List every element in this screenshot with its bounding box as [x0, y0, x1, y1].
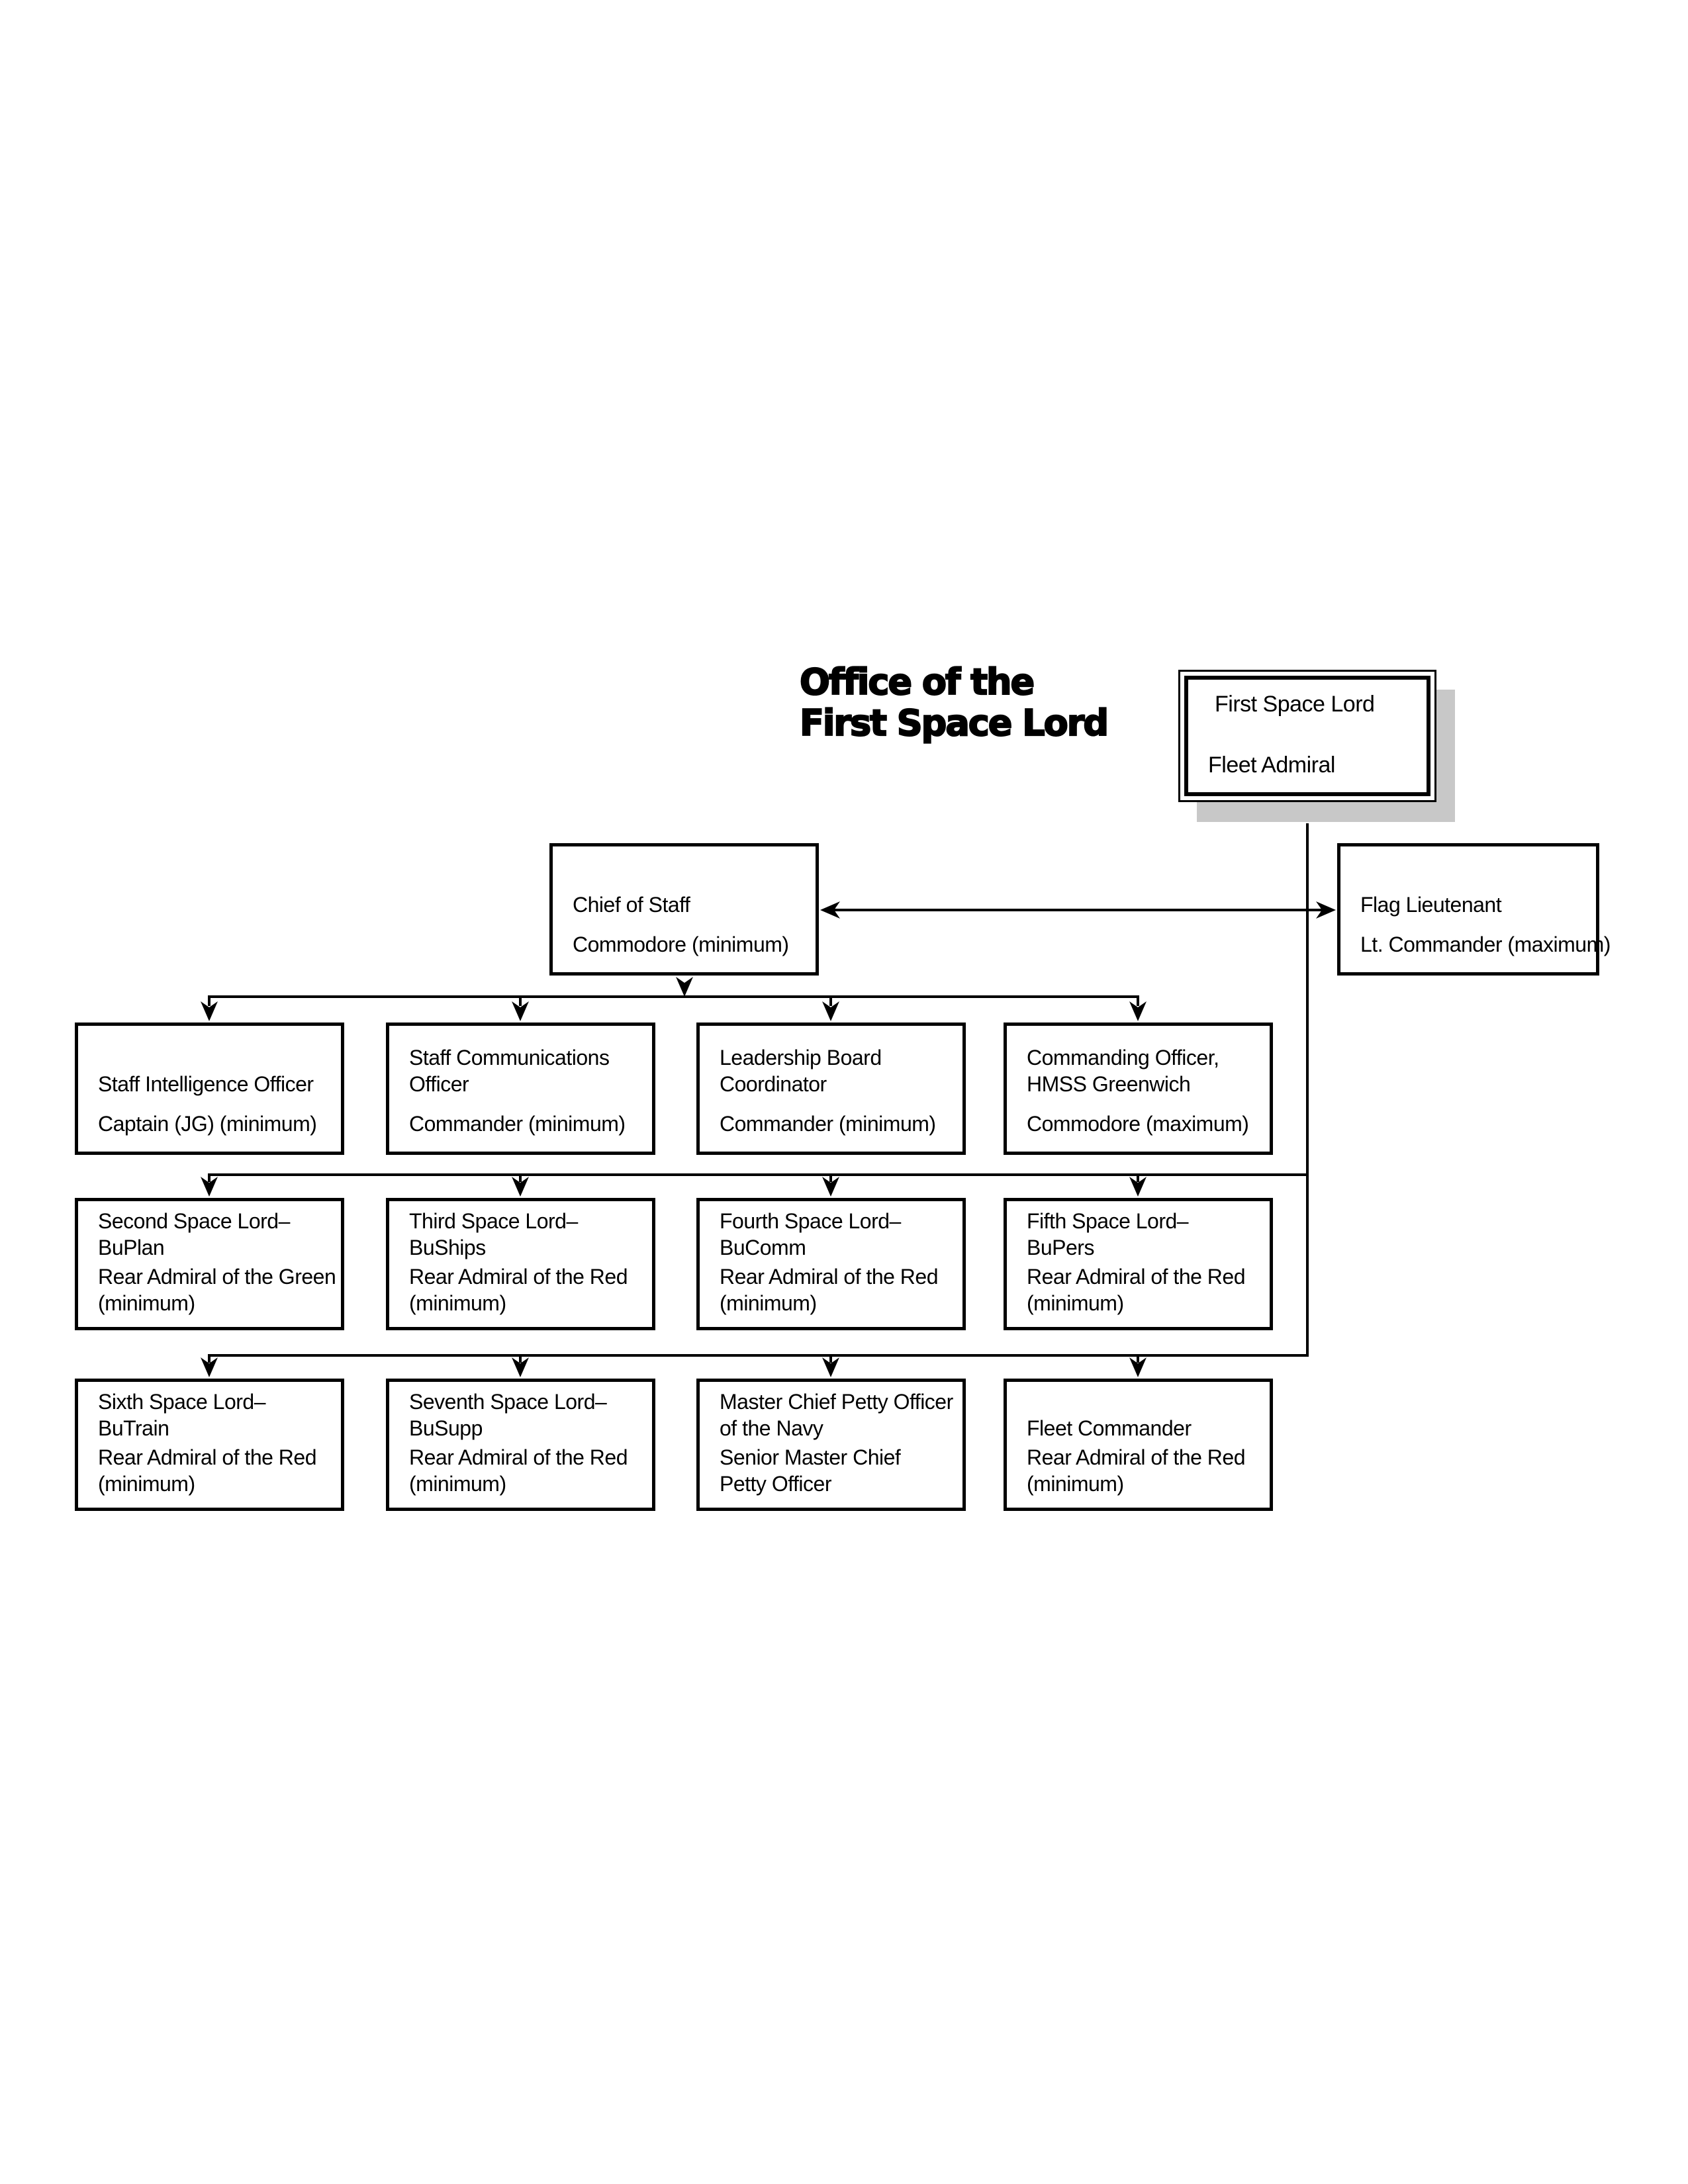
row1-arrow2-icon	[512, 1001, 529, 1021]
row3-arrow2-icon	[512, 1357, 529, 1377]
row2-arrow1-icon	[201, 1177, 218, 1197]
node-rank-line: Commander (minimum)	[720, 1112, 936, 1136]
node-rank-line: Rear Admiral of the Red	[1027, 1445, 1246, 1469]
org-box-first-space-lord-inner: First Space Lord Fleet Admiral	[1184, 676, 1430, 796]
row3-arrow1-icon	[201, 1357, 218, 1377]
node-rank-line: Rear Admiral of the Green	[98, 1265, 336, 1289]
arrow-chief-to-rail-icon	[676, 977, 693, 997]
node-title-line: Staff Intelligence Officer	[98, 1072, 314, 1096]
org-box-fourth-space-lord-bucomm: Fourth Space Lord– BuComm Rear Admiral o…	[696, 1198, 966, 1330]
node-rank-line: Rear Admiral of the Red	[98, 1445, 317, 1469]
org-box-seventh-space-lord-busupp: Seventh Space Lord– BuSupp Rear Admiral …	[386, 1379, 655, 1511]
node-title-line: Master Chief Petty Officer	[720, 1390, 953, 1414]
org-box-leadership-board-coordinator: Leadership Board Coordinator Commander (…	[696, 1023, 966, 1155]
node-rank-line: Commander (minimum)	[409, 1112, 626, 1136]
org-box-master-chief-petty-officer: Master Chief Petty Officer of the Navy S…	[696, 1379, 966, 1511]
org-box-chief-of-staff: Chief of Staff Commodore (minimum)	[549, 843, 819, 976]
org-box-sixth-space-lord-butrain: Sixth Space Lord– BuTrain Rear Admiral o…	[75, 1379, 344, 1511]
node-title-line: BuSupp	[409, 1416, 483, 1440]
node-title-line: Commanding Officer,	[1027, 1046, 1219, 1069]
node-rank-line: Rear Admiral of the Red	[720, 1265, 939, 1289]
row1-arrow1-icon	[201, 1001, 218, 1021]
chart-title-line1: Office of the	[799, 660, 1035, 703]
node-title-line: BuTrain	[98, 1416, 169, 1440]
node-title-line: Flag Lieutenant	[1360, 893, 1502, 917]
row1-arrow3-icon	[822, 1001, 839, 1021]
arrow-into-chief-icon	[820, 901, 840, 919]
node-title-line: BuShips	[409, 1236, 486, 1259]
node-rank-line: Commodore (minimum)	[573, 933, 789, 956]
node-rank-line: (minimum)	[98, 1472, 195, 1496]
node-rank-line: (minimum)	[720, 1291, 817, 1315]
org-box-fleet-commander: Fleet Commander Rear Admiral of the Red …	[1004, 1379, 1273, 1511]
node-rank-line: (minimum)	[1027, 1472, 1124, 1496]
node-title-line: Chief of Staff	[573, 893, 690, 917]
chart-title: Office of the First Space Lord	[799, 660, 1109, 744]
node-title-line: HMSS Greenwich	[1027, 1072, 1191, 1096]
chart-title-line2: First Space Lord	[799, 702, 1109, 744]
node-title-line: BuComm	[720, 1236, 806, 1259]
org-box-fifth-space-lord-bupers: Fifth Space Lord– BuPers Rear Admiral of…	[1004, 1198, 1273, 1330]
node-title-line: Sixth Space Lord–	[98, 1390, 266, 1414]
node-rank-line: Petty Officer	[720, 1472, 831, 1496]
node-rank-line: Rear Admiral of the Red	[1027, 1265, 1246, 1289]
node-title-line: BuPers	[1027, 1236, 1094, 1259]
row3-arrow4-icon	[1129, 1357, 1147, 1377]
node-title-line: Fourth Space Lord–	[720, 1209, 901, 1233]
node-rank-line: (minimum)	[98, 1291, 195, 1315]
node-rank-line: (minimum)	[409, 1472, 506, 1496]
node-rank-line: Rear Admiral of the Red	[409, 1265, 628, 1289]
node-rank-line: Rear Admiral of the Red	[409, 1445, 628, 1469]
node-title-line: Coordinator	[720, 1072, 827, 1096]
node-title-line: Staff Communications	[409, 1046, 610, 1069]
org-box-commanding-officer-hmss-greenwich: Commanding Officer, HMSS Greenwich Commo…	[1004, 1023, 1273, 1155]
node-title-line: Second Space Lord–	[98, 1209, 290, 1233]
org-box-third-space-lord-buships: Third Space Lord– BuShips Rear Admiral o…	[386, 1198, 655, 1330]
org-box-first-space-lord: First Space Lord Fleet Admiral	[1178, 670, 1436, 802]
node-title-line: Officer	[409, 1072, 469, 1096]
node-rank-line: Senior Master Chief	[720, 1445, 901, 1469]
org-box-second-space-lord-buplan: Second Space Lord– BuPlan Rear Admiral o…	[75, 1198, 344, 1330]
node-title-line: Seventh Space Lord–	[409, 1390, 607, 1414]
node-title-line: First Space Lord	[1215, 692, 1375, 717]
row1-arrow4-icon	[1129, 1001, 1147, 1021]
node-title-line: Fleet Commander	[1027, 1416, 1192, 1440]
org-box-staff-intelligence-officer: Staff Intelligence Officer Captain (JG) …	[75, 1023, 344, 1155]
node-rank-line: Captain (JG) (minimum)	[98, 1112, 317, 1136]
node-rank-line: Lt. Commander (maximum)	[1360, 933, 1611, 956]
node-title-line: of the Navy	[720, 1416, 823, 1440]
org-box-flag-lieutenant: Flag Lieutenant Lt. Commander (maximum)	[1337, 843, 1611, 976]
row3-arrow3-icon	[822, 1357, 839, 1377]
node-rank-line: (minimum)	[409, 1291, 506, 1315]
node-rank-line: Fleet Admiral	[1208, 752, 1335, 778]
row2-arrow2-icon	[512, 1177, 529, 1197]
org-box-staff-communications-officer: Staff Communications Officer Commander (…	[386, 1023, 655, 1155]
node-title-line: Third Space Lord–	[409, 1209, 578, 1233]
row2-arrow4-icon	[1129, 1177, 1147, 1197]
row2-arrow3-icon	[822, 1177, 839, 1197]
node-title-line: BuPlan	[98, 1236, 165, 1259]
node-title-line: Fifth Space Lord–	[1027, 1209, 1189, 1233]
node-title-line: Leadership Board	[720, 1046, 882, 1069]
arrow-into-flag-icon	[1316, 901, 1336, 919]
node-rank-line: Commodore (maximum)	[1027, 1112, 1249, 1136]
node-rank-line: (minimum)	[1027, 1291, 1124, 1315]
